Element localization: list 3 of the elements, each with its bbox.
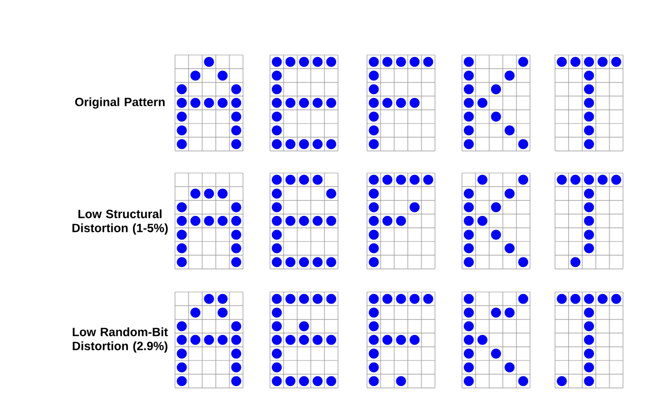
row-label: Low Structural Distortion (1-5%)	[72, 209, 168, 235]
row-label: Original Pattern	[75, 97, 165, 109]
row-label: Low Random-Bit Distortion (2.9%)	[72, 327, 168, 353]
